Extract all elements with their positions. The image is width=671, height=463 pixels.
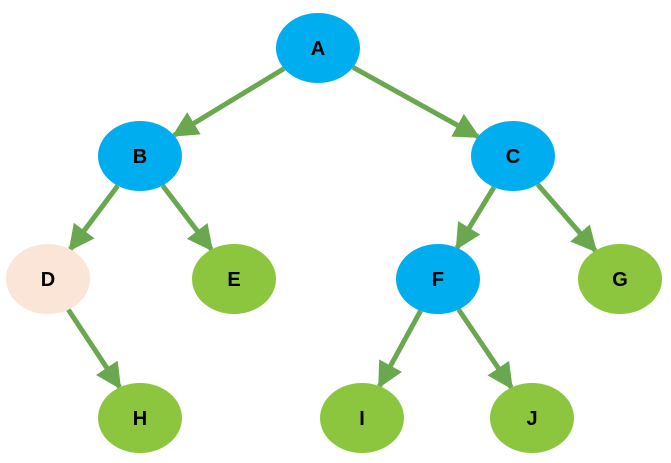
tree-node-g[interactable]: G <box>578 244 662 314</box>
tree-edge <box>377 309 423 389</box>
node-shape[interactable] <box>578 244 662 314</box>
node-layer: A B C D E F G H I J <box>6 13 662 453</box>
node-shape[interactable] <box>192 244 276 314</box>
tree-node-j[interactable]: J <box>490 383 574 453</box>
tree-edge <box>454 185 497 251</box>
tree-edge <box>68 184 120 252</box>
node-shape[interactable] <box>471 121 555 191</box>
tree-node-e[interactable]: E <box>192 244 276 314</box>
node-shape[interactable] <box>276 13 360 83</box>
tree-edge <box>351 65 481 139</box>
tree-edge <box>66 308 122 390</box>
tree-node-a[interactable]: A <box>276 13 360 83</box>
tree-edge <box>456 308 514 390</box>
tree-node-h[interactable]: H <box>98 383 182 453</box>
node-shape[interactable] <box>396 244 480 314</box>
tree-node-c[interactable]: C <box>471 121 555 191</box>
tree-node-b[interactable]: B <box>98 121 182 191</box>
node-shape[interactable] <box>98 383 182 453</box>
node-shape[interactable] <box>6 244 90 314</box>
node-shape[interactable] <box>320 383 404 453</box>
tree-edge <box>160 184 214 252</box>
tree-edge <box>171 66 286 138</box>
tree-edge <box>535 182 598 253</box>
tree-node-d[interactable]: D <box>6 244 90 314</box>
edge-layer <box>66 65 598 390</box>
node-shape[interactable] <box>98 121 182 191</box>
node-shape[interactable] <box>490 383 574 453</box>
tree-node-f[interactable]: F <box>396 244 480 314</box>
tree-node-i[interactable]: I <box>320 383 404 453</box>
